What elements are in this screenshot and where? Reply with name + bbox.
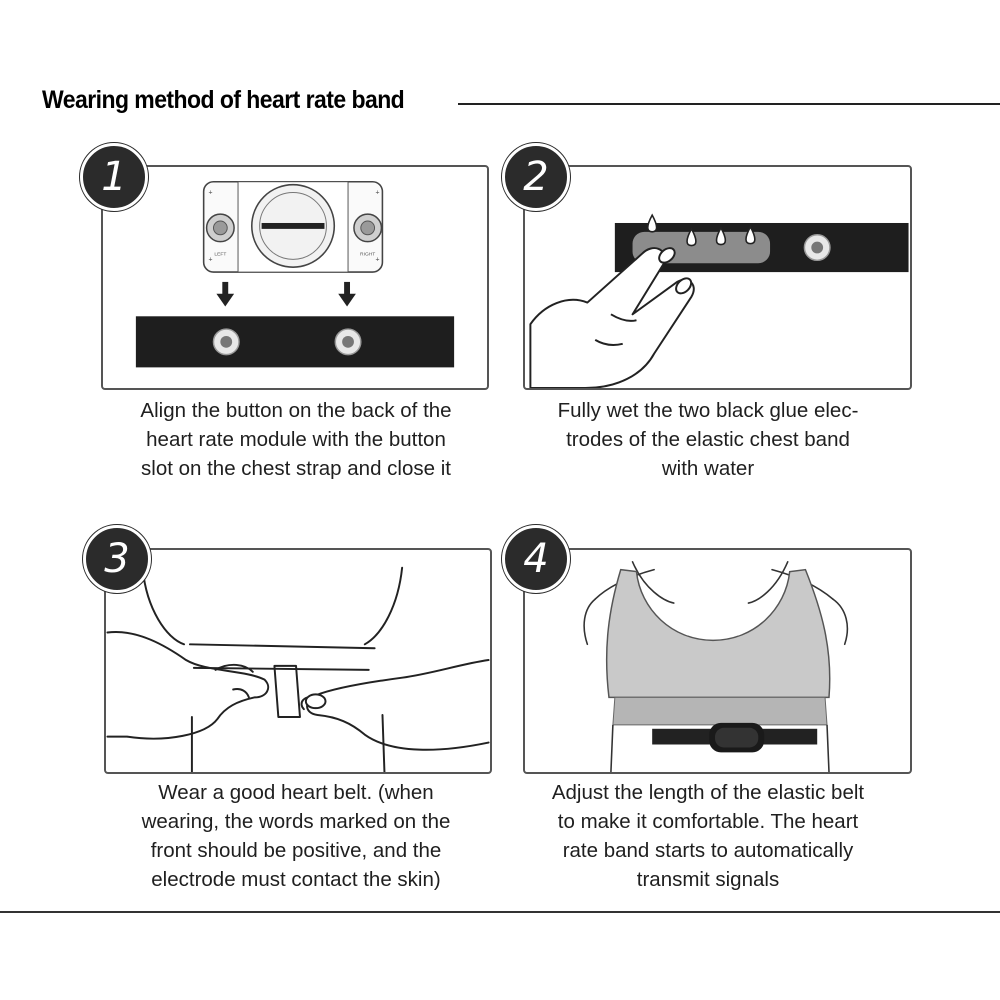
- step-3-caption: Wear a good heart belt. (when wearing, t…: [141, 781, 451, 891]
- step-1-number-badge: 1: [80, 143, 148, 211]
- step-3-illustration: [104, 548, 492, 774]
- step-1-caption: Align the button on the back of the hear…: [140, 399, 452, 480]
- arrow-down-icon: [338, 281, 356, 307]
- svg-text:+: +: [209, 190, 213, 197]
- arrow-down-icon: [216, 281, 235, 307]
- step-4-number-badge: 4: [502, 525, 570, 593]
- water-drop-icon: [646, 213, 756, 247]
- step-2-caption: Fully wet the two black glue elec- trode…: [557, 399, 859, 480]
- wear-belt-drawing: [106, 566, 490, 772]
- step-2-number-badge: 2: [502, 143, 570, 211]
- step-4-caption: Adjust the length of the elastic belt to…: [551, 781, 865, 891]
- module-left-label: LEFT: [214, 251, 226, 257]
- svg-text:+: +: [209, 256, 213, 263]
- page-title: Wearing method of heart rate band: [42, 86, 405, 114]
- step-4-illustration: [523, 548, 912, 774]
- step-1-illustration: + + + + LEFT RIGHT: [101, 165, 489, 390]
- belt-on-chest-drawing: [583, 561, 849, 772]
- module-alignment-drawing: + + + + LEFT RIGHT: [135, 180, 455, 368]
- svg-text:+: +: [376, 190, 380, 197]
- step-3-number-badge: 3: [83, 525, 151, 593]
- wet-electrodes-drawing: [529, 213, 909, 388]
- bottom-divider: [0, 911, 1000, 913]
- step-2-illustration: [523, 165, 912, 390]
- title-divider: [458, 103, 1000, 105]
- svg-text:+: +: [376, 256, 380, 263]
- module-right-label: RIGHT: [360, 251, 375, 257]
